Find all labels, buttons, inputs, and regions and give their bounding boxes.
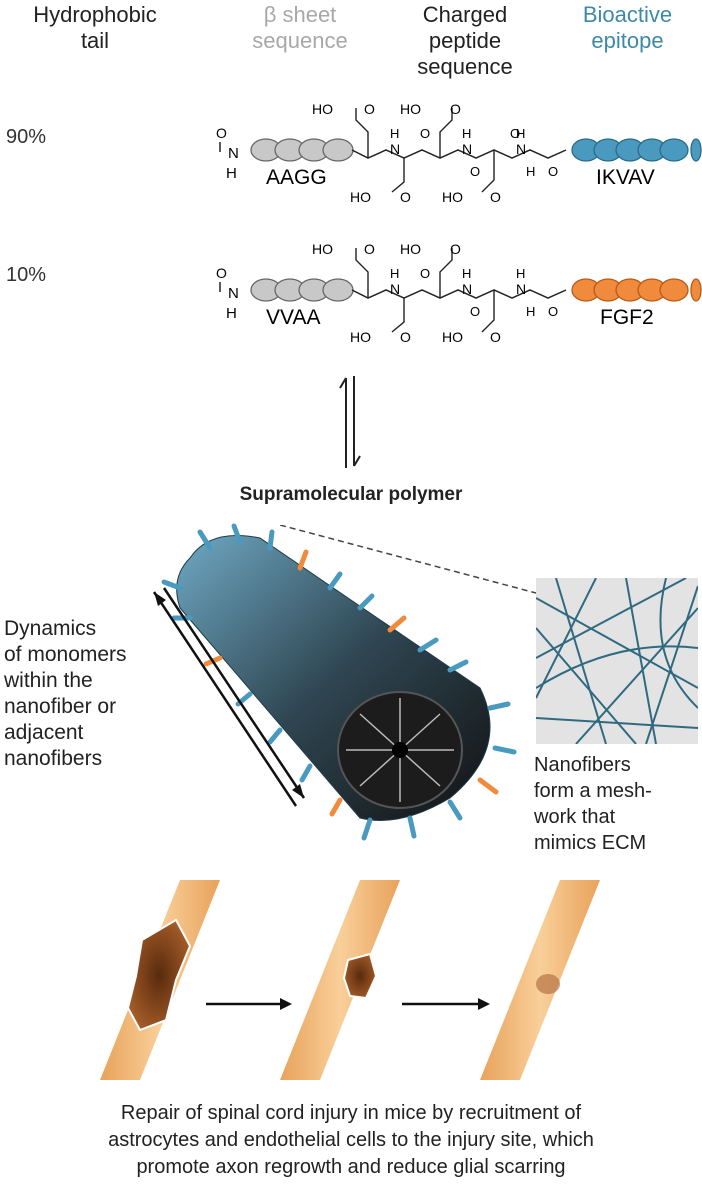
svg-text:O: O	[450, 241, 461, 257]
svg-text:N: N	[462, 281, 472, 297]
svg-text:O: O	[364, 101, 375, 117]
svg-text:HO: HO	[400, 101, 421, 117]
svg-text:N: N	[390, 141, 400, 157]
svg-text:H: H	[462, 126, 471, 141]
tail-seq-label: AAGG	[266, 166, 327, 189]
svg-text:O: O	[548, 164, 558, 179]
svg-text:HO: HO	[400, 241, 421, 257]
svg-text:O: O	[470, 304, 480, 319]
svg-text:O: O	[548, 304, 558, 319]
svg-text:O: O	[400, 189, 411, 205]
molecule-fgf2: O N H VVAA HO O HO O HO O HO O N H O N H…	[216, 241, 702, 345]
svg-text:N: N	[462, 141, 472, 157]
mesh-inset	[536, 578, 698, 744]
dynamics-arrows	[152, 587, 306, 807]
epitope-label-ikvav: IKVAV	[596, 166, 655, 189]
svg-text:N: N	[390, 281, 400, 297]
head-oxygen: O	[216, 125, 227, 141]
svg-text:O: O	[420, 266, 430, 281]
svg-text:HO: HO	[312, 241, 333, 257]
nanofiber-illustration	[161, 523, 517, 841]
molecule-ikvav: O N H AAGG HO O HO O HO O HO O N H O N H…	[216, 101, 702, 205]
equilibrium-arrows	[339, 376, 361, 468]
bottom-caption: Repair of spinal cord injury in mice by …	[108, 1102, 594, 1178]
header-bioactive-epitope: Bioactive epitope	[582, 2, 673, 53]
svg-text:H: H	[226, 305, 237, 322]
head-h: H	[226, 165, 237, 182]
header-hydrophobic-tail: Hydrophobic tail	[33, 2, 157, 53]
svg-text:HO: HO	[350, 329, 371, 345]
mesh-label: Nanofibers form a mesh- work that mimics…	[534, 754, 652, 854]
tail-beads	[250, 138, 354, 162]
svg-text:O: O	[470, 164, 480, 179]
svg-text:O: O	[490, 189, 501, 205]
spinal-cord-sequence	[100, 880, 600, 1080]
monomer-spikes	[161, 523, 517, 841]
svg-text:H: H	[390, 266, 399, 281]
polymer-label: Supramolecular polymer	[239, 484, 463, 505]
tail-beads	[250, 278, 354, 302]
svg-text:H: H	[390, 126, 399, 141]
tail-seq-label: VVAA	[266, 306, 320, 329]
header-charged-peptide: Charged peptide sequence	[417, 2, 513, 79]
svg-text:O: O	[364, 241, 375, 257]
svg-text:O: O	[216, 265, 227, 281]
epitope-beads-fgf2	[571, 278, 702, 302]
svg-text:O: O	[510, 126, 520, 141]
svg-text:HO: HO	[312, 101, 333, 117]
header-beta-sheet: β sheet sequence	[252, 2, 348, 53]
svg-text:H: H	[526, 164, 535, 179]
svg-text:N: N	[228, 285, 239, 302]
epitope-label-fgf2: FGF2	[600, 306, 654, 329]
svg-text:H: H	[526, 304, 535, 319]
head-n: N	[228, 145, 239, 162]
svg-text:HO: HO	[350, 189, 371, 205]
svg-text:O: O	[420, 126, 430, 141]
svg-text:H: H	[462, 266, 471, 281]
svg-text:HO: HO	[442, 329, 463, 345]
svg-text:O: O	[450, 101, 461, 117]
epitope-beads-ikvav	[571, 138, 702, 162]
dynamics-label: Dynamics of monomers within the nanofibe…	[4, 617, 127, 770]
svg-text:N: N	[516, 141, 526, 157]
svg-text:O: O	[490, 329, 501, 345]
percent-90: 90%	[6, 126, 47, 148]
svg-text:H: H	[516, 266, 525, 281]
svg-text:HO: HO	[442, 189, 463, 205]
svg-text:O: O	[400, 329, 411, 345]
percent-10: 10%	[6, 264, 47, 286]
svg-text:N: N	[516, 281, 526, 297]
svg-text:H: H	[516, 126, 525, 141]
